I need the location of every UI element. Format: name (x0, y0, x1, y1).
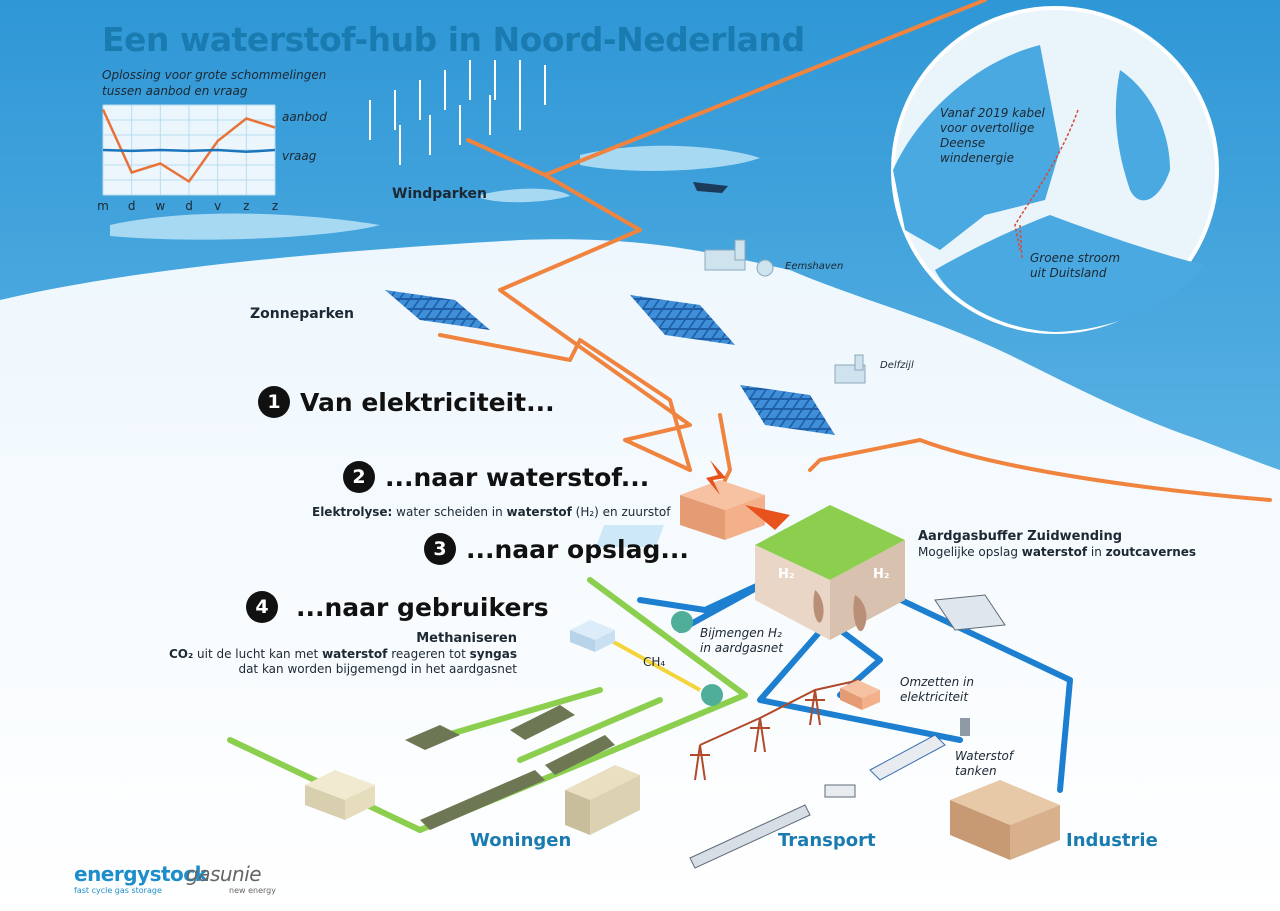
step-text: ...naar opslag... (466, 534, 689, 564)
delfzijl-plant-icon (834, 354, 866, 384)
chart-day-label: z (271, 199, 279, 213)
windfarm-icons (369, 60, 546, 165)
energystock-tagline: fast cycle gas storage (74, 886, 162, 895)
mini-chart (101, 104, 276, 196)
methaniseren-note-line2: dat kan worden bijgemengd in het aardgas… (238, 662, 517, 676)
label-windparken: Windparken (392, 186, 487, 202)
step-4: 4 ...naar gebruikers (246, 591, 549, 623)
chart-series-aanbod (101, 108, 276, 184)
waterstof-tanken-label: Waterstof tanken (955, 749, 1014, 778)
destination-industrie: Industrie (1066, 830, 1158, 851)
chart-subtitle: Oplossing voor grote schommelingen tusse… (102, 68, 327, 98)
step-number: 2 (343, 461, 375, 493)
chart-day-label: d (185, 199, 193, 213)
island (480, 188, 570, 203)
mainland (0, 239, 1280, 911)
valve-icon (701, 684, 723, 706)
page-title: Een waterstof-hub in Noord-Nederland (102, 20, 805, 59)
island (110, 213, 380, 240)
industry-icon (950, 780, 1060, 860)
energystock-logo: energystock (74, 862, 208, 886)
step-text: ...naar waterstof... (385, 462, 650, 492)
label-zonneparken: Zonneparken (250, 306, 354, 322)
inset-map (891, 6, 1219, 334)
ship-icon (693, 182, 728, 193)
aardgasbuffer-title: Aardgasbuffer Zuidwending (918, 529, 1123, 544)
step-1: 1 Van elektriciteit... (258, 386, 555, 418)
step-number: 4 (246, 591, 278, 623)
eemshaven-plant-icon (704, 239, 774, 277)
h2-label: H₂ (873, 567, 890, 582)
destination-woningen: Woningen (470, 830, 572, 851)
step-text: Van elektriciteit... (300, 387, 555, 417)
solar-field (385, 290, 490, 330)
destination-transport: Transport (778, 830, 876, 851)
methaniseren-note: CO₂ uit de lucht kan met waterstof reage… (168, 647, 517, 661)
omzetten-label: Omzetten in elektriciteit (900, 675, 974, 704)
solar-field (740, 385, 835, 435)
chart-day-label: d (127, 199, 136, 213)
ch4-pipe (609, 638, 701, 692)
elektrolyse-note: Elektrolyse: water scheiden in waterstof… (312, 505, 671, 519)
power-plant-icon (840, 680, 880, 710)
series-label-aanbod: aanbod (282, 110, 327, 124)
step-number: 3 (424, 533, 456, 565)
step-3: 3 ...naar opslag... (424, 533, 689, 565)
island (580, 145, 760, 171)
gasunie-logo: gasunie (186, 862, 262, 886)
methaniseren-title: Methaniseren (416, 631, 517, 646)
series-label-vraag: vraag (282, 149, 317, 163)
step-number: 1 (258, 386, 290, 418)
electrolyser-icon (680, 460, 790, 540)
methanisation-unit-icon (570, 620, 615, 652)
chart-series-vraag (102, 148, 276, 154)
label-eemshaven: Eemshaven (785, 261, 844, 272)
gasunie-tagline: new energy (229, 886, 276, 895)
storage-block-icon (595, 505, 905, 640)
h2-label: H₂ (778, 567, 795, 582)
step-text: ...naar gebruikers (296, 592, 549, 622)
valve-icon (671, 611, 693, 633)
inset-kabel-text: Vanaf 2019 kabel voor overtollige Deense… (940, 106, 1045, 165)
chart-day-label: m (97, 199, 109, 213)
chart-day-label: z (243, 199, 250, 213)
step-2: 2 ...naar waterstof... (343, 461, 649, 493)
housing-icons (305, 705, 640, 835)
bijmengen-label: Bijmengen H₂ in aardgasnet (700, 626, 783, 655)
transport-icons (689, 594, 1006, 869)
power-pylons (690, 679, 861, 781)
label-delfzijl: Delfzijl (880, 360, 914, 371)
aardgasbuffer-note: Mogelijke opslag waterstof in zoutcavern… (918, 545, 1197, 559)
chart-day-label: v (214, 199, 222, 213)
chart-day-label: w (155, 199, 166, 213)
ch4-label: CH₄ (643, 655, 666, 669)
inset-groene-stroom-text: Groene stroom uit Duitsland (1030, 251, 1121, 280)
solar-field (630, 295, 735, 345)
